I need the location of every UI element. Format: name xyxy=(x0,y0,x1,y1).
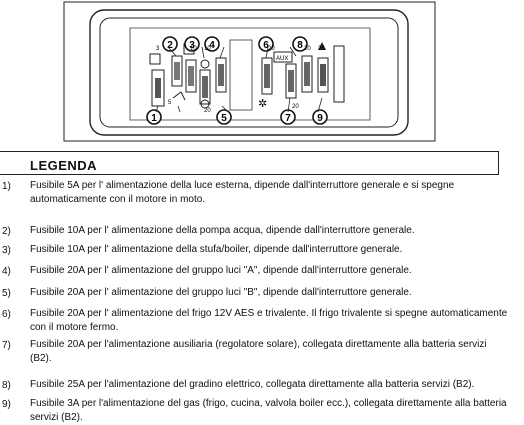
aux-label-box xyxy=(273,51,293,63)
callout-circle-5 xyxy=(216,109,232,125)
callout-circle-1 xyxy=(146,109,162,125)
callout-number-8: 8 xyxy=(297,40,303,51)
legend-item-text: Fusibile 25A per l'alimentazione del gra… xyxy=(30,379,475,390)
legend-item-text: Fusibile 20A per l' alimentazione del fr… xyxy=(30,308,508,333)
callout-number-3: 3 xyxy=(189,40,195,51)
fuse-rating-1: 5 xyxy=(168,100,172,106)
callout-number-7: 7 xyxy=(285,113,291,124)
fuse-rating-5: 20 xyxy=(204,108,211,114)
legend-item-text: Fusibile 3A per l'alimentazione del gas … xyxy=(30,398,507,423)
fuse-box-outline xyxy=(89,9,409,136)
fridge-icon: ✲ xyxy=(258,97,267,110)
legend-item-number: 8) xyxy=(2,380,11,391)
fuse-rating-8: 20 xyxy=(304,46,311,52)
legend-item-number: 6) xyxy=(2,309,11,320)
fuse-slot-1 xyxy=(151,69,165,107)
legend-item-text: Fusibile 10A per l' alimentazione della … xyxy=(30,244,403,255)
callout-group: 1 2 3 4 5 6 7 8 9 xyxy=(146,36,328,125)
fuse-slot-6 xyxy=(261,57,273,95)
fuse-slot-3 xyxy=(185,59,197,93)
leader-lines xyxy=(155,46,323,113)
fuse-slot-2 xyxy=(171,55,183,87)
rating-group: 5 3 10 10 20 20 20 20 25 xyxy=(156,46,325,114)
fuse-slot-9 xyxy=(317,57,329,93)
callout-circle-4 xyxy=(204,36,220,52)
step-icon xyxy=(172,91,186,101)
legend-item-number: 5) xyxy=(2,288,11,299)
light-bulb-icon xyxy=(200,99,210,109)
legend-item-number: 2) xyxy=(2,226,11,237)
legend-item-number: 4) xyxy=(2,266,11,277)
fuse-rating-4: 10 xyxy=(204,46,211,52)
legend-title: LEGENDA xyxy=(30,158,98,173)
callout-number-9: 9 xyxy=(317,113,323,124)
callout-number-6: 6 xyxy=(263,40,269,51)
callout-circle-3 xyxy=(184,36,200,52)
callout-circle-6 xyxy=(258,36,274,52)
legend-item-number: 7) xyxy=(2,340,11,351)
fuse-rating-9: 25 xyxy=(318,46,325,52)
fuse-box-inner xyxy=(99,17,399,128)
legend-item-number: 3) xyxy=(2,245,11,256)
gas-flame-icon xyxy=(318,42,326,50)
fuse-rating-7: 20 xyxy=(292,104,299,110)
fuse-slot-7 xyxy=(285,63,297,99)
legend-item-text: Fusibile 5A per l' alimentazione della l… xyxy=(30,180,455,205)
fuse-slot-4 xyxy=(199,69,211,105)
center-divider xyxy=(229,39,253,111)
callout-number-5: 5 xyxy=(221,113,227,124)
callout-number-4: 4 xyxy=(209,40,215,51)
fuse-rating-3: 10 xyxy=(190,46,197,52)
callout-number-1: 1 xyxy=(151,113,157,124)
legend-item-text: Fusibile 10A per l' alimentazione della … xyxy=(30,225,415,236)
fuse-slot-10 xyxy=(333,45,345,103)
fuse-rating-6: 20 xyxy=(268,46,275,52)
fuse-slot-5 xyxy=(215,57,227,93)
callout-circle-9 xyxy=(312,109,328,125)
callout-circle-8 xyxy=(292,36,308,52)
fuse-panel xyxy=(129,27,371,121)
fuse-slot-8 xyxy=(301,55,313,93)
legend-item-text: Fusibile 20A per l'alimentazione ausilia… xyxy=(30,339,487,364)
outer-frame xyxy=(63,1,436,142)
heater-icon xyxy=(200,59,210,69)
callout-circle-2 xyxy=(162,36,178,52)
fuse-rating-2: 3 xyxy=(156,46,160,52)
legend-header-bar xyxy=(0,151,499,175)
aux-label: AUX xyxy=(276,56,288,62)
legend-item-number: 1) xyxy=(2,181,11,192)
legend-item-text: Fusibile 20A per l' alimentazione del gr… xyxy=(30,287,412,298)
external-light-icon xyxy=(149,53,161,65)
legend-item-number: 9) xyxy=(2,399,11,410)
callout-number-2: 2 xyxy=(167,40,173,51)
legend-item-text: Fusibile 20A per l' alimentazione del gr… xyxy=(30,265,412,276)
